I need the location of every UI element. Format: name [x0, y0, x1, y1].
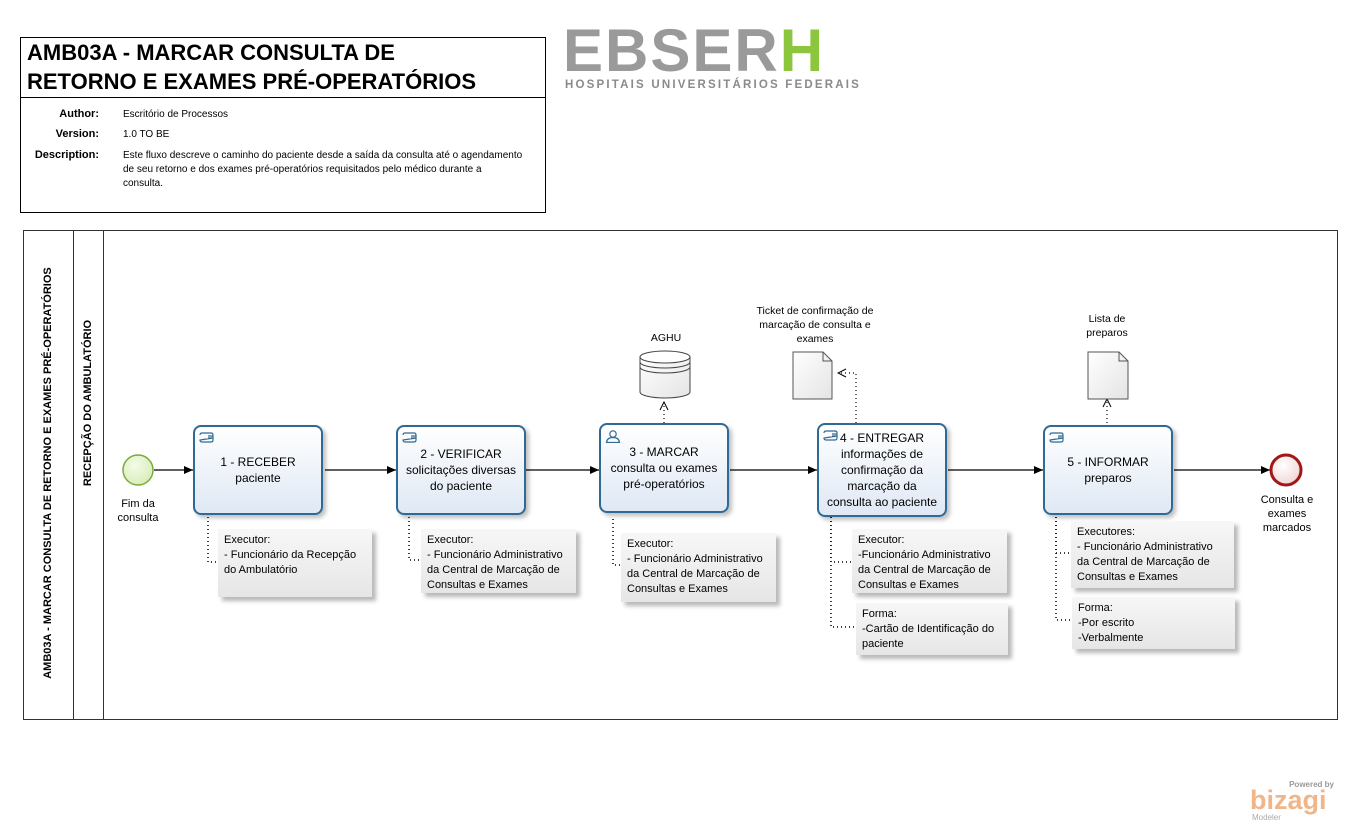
- start-event: [122, 454, 154, 486]
- manual-task-icon: [1049, 432, 1064, 443]
- version-value: 1.0 TO BE: [123, 129, 170, 140]
- aghu-database-icon: [639, 350, 691, 399]
- title-line-1: AMB03A - MARCAR CONSULTA DE: [27, 40, 395, 65]
- annotation-executor-task5: Executores: - Funcionário Administrativo…: [1071, 521, 1234, 588]
- author-value: Escritório de Processos: [123, 109, 229, 120]
- pool: [23, 230, 1338, 720]
- author-label: Author:: [59, 108, 99, 120]
- lane-header: RECEPÇÃO DO AMBULATÓRIO: [73, 230, 104, 720]
- start-event-label: Fim da consulta: [117, 498, 159, 524]
- list-document-icon: [1087, 351, 1129, 400]
- task-label: 2 - VERIFICAR solicitações diversas do p…: [405, 447, 517, 493]
- task-informar-preparos[interactable]: 5 - INFORMAR preparos: [1043, 425, 1173, 515]
- user-task-icon: [605, 430, 621, 443]
- bizagi-brand: bizagi: [1250, 785, 1327, 815]
- bizagi-product: Modeler: [1252, 813, 1281, 822]
- bizagi-watermark: Powered by bizagi Modeler: [1250, 780, 1340, 824]
- assoc-task1-note: [207, 517, 218, 563]
- ticket-label: Ticket de confirmação de marcação de con…: [756, 305, 874, 345]
- task-entregar-informacoes[interactable]: 4 - ENTREGAR informações de confirmação …: [817, 423, 947, 517]
- pool-header: AMB03A - MARCAR CONSULTA DE RETORNO E EX…: [23, 230, 74, 720]
- annotation-executor-task4: Executor: -Funcionário Administrativo da…: [852, 529, 1007, 593]
- task-verificar-solicitacoes[interactable]: 2 - VERIFICAR solicitações diversas do p…: [396, 425, 526, 515]
- assoc-task3-note: [612, 519, 621, 566]
- assoc-task2-note: [408, 517, 421, 561]
- annotation-executor-task1: Executor: - Funcionário da Recepção do A…: [218, 529, 372, 597]
- task-label: 3 - MARCAR consulta ou exames pré-operat…: [610, 445, 718, 491]
- task-label: 1 - RECEBER paciente: [220, 455, 296, 485]
- assoc-task4-executor: [830, 517, 852, 563]
- annotation-executor-task2: Executor: - Funcionário Administrativo d…: [421, 529, 576, 593]
- description-value: Este fluxo descreve o caminho do pacient…: [123, 150, 523, 189]
- logo-word-accent: H: [779, 17, 826, 84]
- title-line-2: RETORNO E EXAMES PRÉ-OPERATÓRIOS: [27, 69, 477, 94]
- diagram-header: AMB03A - MARCAR CONSULTA DE RETORNO E EX…: [20, 37, 546, 213]
- ebserh-logo: EBSERH HOSPITAIS UNIVERSITÁRIOS FEDERAIS: [563, 21, 863, 97]
- task-label: 4 - ENTREGAR informações de confirmação …: [826, 431, 938, 509]
- annotation-form-task4: Forma: -Cartão de Identificação do pacie…: [856, 603, 1008, 655]
- bizagi-powered-label: Powered by: [1289, 780, 1334, 789]
- assoc-task4-ticket: [838, 373, 857, 423]
- logo-subtitle: HOSPITAIS UNIVERSITÁRIOS FEDERAIS: [565, 79, 862, 91]
- manual-task-icon: [823, 430, 838, 441]
- assoc-task5-form: [1055, 517, 1072, 621]
- ticket-document-icon: [792, 351, 833, 400]
- annotation-executor-task3: Executor: - Funcionário Administrativo d…: [621, 533, 776, 602]
- version-label: Version:: [55, 128, 99, 140]
- description-label: Description:: [34, 149, 99, 161]
- aghu-label: AGHU: [650, 332, 682, 344]
- logo-word: EBSER: [563, 17, 780, 84]
- end-event: [1269, 453, 1303, 487]
- manual-task-icon: [199, 432, 214, 443]
- annotation-form-task5: Forma: -Por escrito -Verbalmente: [1072, 597, 1235, 649]
- diagram-title: AMB03A - MARCAR CONSULTA DE RETORNO E EX…: [21, 38, 545, 98]
- assoc-task5-executor: [1055, 517, 1071, 554]
- task-marcar-consulta[interactable]: 3 - MARCAR consulta ou exames pré-operat…: [599, 423, 729, 513]
- task-label: 5 - INFORMAR preparos: [1067, 455, 1149, 485]
- list-label: Lista de preparos: [1086, 313, 1128, 339]
- task-receber-paciente[interactable]: 1 - RECEBER paciente: [193, 425, 323, 515]
- manual-task-icon: [402, 432, 417, 443]
- end-event-label: Consulta e exames marcados: [1260, 494, 1314, 534]
- assoc-task4-form: [830, 517, 856, 628]
